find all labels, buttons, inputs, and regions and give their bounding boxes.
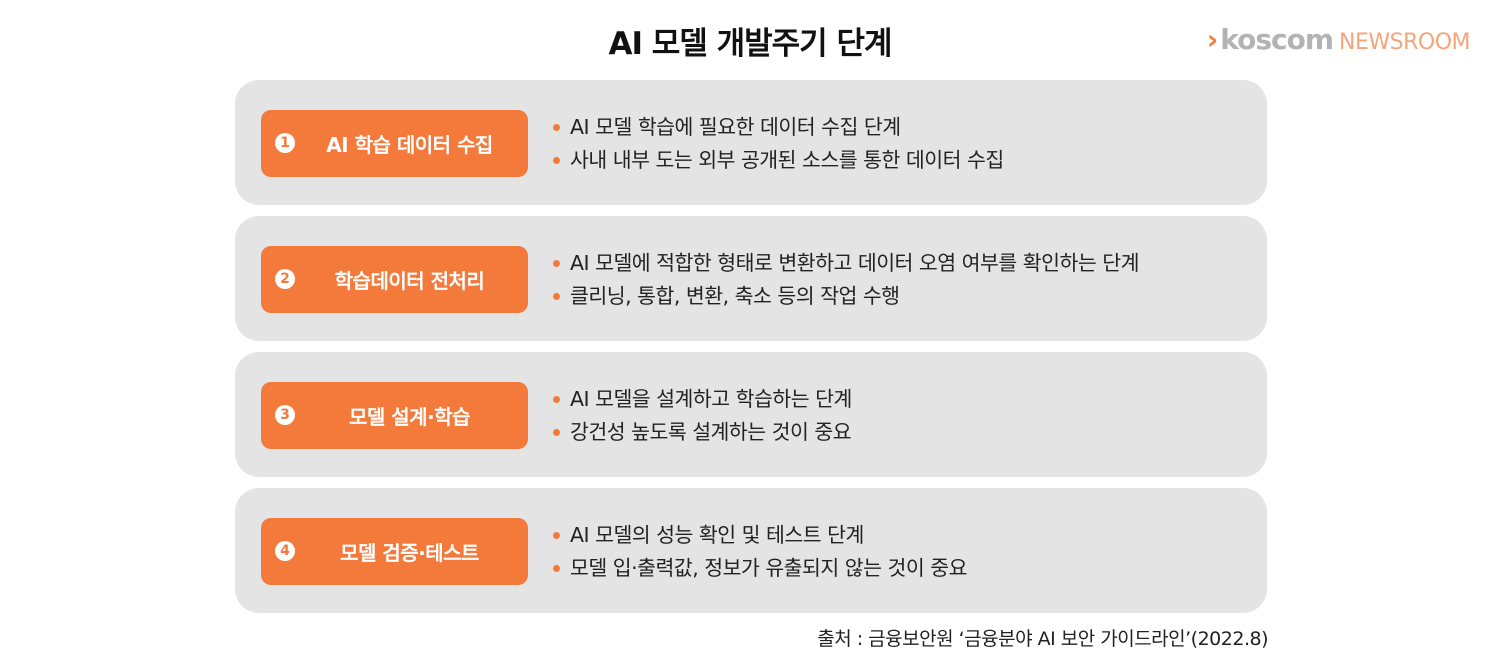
step-label: AI 학습 데이터 수집: [326, 133, 493, 157]
bullet-item: AI 모델의 성능 확인 및 테스트 단계: [553, 519, 967, 552]
bullet-item: AI 모델을 설계하고 학습하는 단계: [553, 383, 852, 416]
bullet-item: AI 모델 학습에 필요한 데이터 수집 단계: [553, 111, 1004, 144]
step-label: 모델 검증·테스트: [340, 541, 479, 565]
step-number-icon: 3: [275, 405, 295, 425]
bullet-text: 강건성 높도록 설계하는 것이 중요: [570, 420, 852, 444]
bullet-item: 강건성 높도록 설계하는 것이 중요: [553, 416, 852, 449]
step-number-icon: 1: [275, 133, 295, 153]
bullet-dot-icon: [553, 157, 560, 164]
bullet-dot-icon: [553, 293, 560, 300]
bullet-item: 모델 입·출력값, 정보가 유출되지 않는 것이 중요: [553, 552, 967, 585]
bullet-dot-icon: [553, 565, 560, 572]
step-bullet-list: AI 모델 학습에 필요한 데이터 수집 단계 사내 내부 도는 외부 공개된 …: [553, 111, 1004, 177]
step-badge: 2 학습데이터 전처리: [261, 246, 528, 313]
step-card-4: 4 모델 검증·테스트 AI 모델의 성능 확인 및 테스트 단계 모델 입·출…: [235, 488, 1267, 613]
bullet-dot-icon: [553, 429, 560, 436]
bullet-dot-icon: [553, 396, 560, 403]
step-badge: 1 AI 학습 데이터 수집: [261, 110, 528, 177]
source-caption: 출처 : 금융보안원 ‘금융분야 AI 보안 가이드라인’(2022.8): [817, 628, 1268, 650]
bullet-text: 클리닝, 통합, 변환, 축소 등의 작업 수행: [570, 284, 900, 308]
bullet-text: AI 모델을 설계하고 학습하는 단계: [570, 387, 852, 411]
step-bullet-list: AI 모델을 설계하고 학습하는 단계 강건성 높도록 설계하는 것이 중요: [553, 383, 852, 449]
bullet-text: AI 모델 학습에 필요한 데이터 수집 단계: [570, 115, 901, 139]
step-number-icon: 2: [275, 269, 295, 289]
bullet-item: AI 모델에 적합한 형태로 변환하고 데이터 오염 여부를 확인하는 단계: [553, 247, 1139, 280]
logo-suffix: NEWSROOM: [1339, 30, 1470, 55]
step-label: 학습데이터 전처리: [334, 269, 485, 293]
page-title: AI 모델 개발주기 단계: [608, 26, 892, 62]
bullet-dot-icon: [553, 124, 560, 131]
bullet-text: AI 모델의 성능 확인 및 테스트 단계: [570, 523, 864, 547]
step-bullet-list: AI 모델의 성능 확인 및 테스트 단계 모델 입·출력값, 정보가 유출되지…: [553, 519, 967, 585]
koscom-newsroom-logo: › koscom NEWSROOM: [1206, 23, 1471, 56]
bullet-dot-icon: [553, 532, 560, 539]
logo-chevron-icon: ›: [1206, 23, 1219, 56]
step-number-icon: 4: [275, 541, 295, 561]
bullet-item: 클리닝, 통합, 변환, 축소 등의 작업 수행: [553, 280, 1139, 313]
bullet-dot-icon: [553, 260, 560, 267]
step-label: 모델 설계·학습: [349, 405, 470, 429]
step-badge: 4 모델 검증·테스트: [261, 518, 528, 585]
step-card-3: 3 모델 설계·학습 AI 모델을 설계하고 학습하는 단계 강건성 높도록 설…: [235, 352, 1267, 477]
bullet-text: 모델 입·출력값, 정보가 유출되지 않는 것이 중요: [570, 556, 967, 580]
bullet-item: 사내 내부 도는 외부 공개된 소스를 통한 데이터 수집: [553, 144, 1004, 177]
step-bullet-list: AI 모델에 적합한 형태로 변환하고 데이터 오염 여부를 확인하는 단계 클…: [553, 247, 1139, 313]
step-card-2: 2 학습데이터 전처리 AI 모델에 적합한 형태로 변환하고 데이터 오염 여…: [235, 216, 1267, 341]
step-card-1: 1 AI 학습 데이터 수집 AI 모델 학습에 필요한 데이터 수집 단계 사…: [235, 80, 1267, 205]
logo-brand: koscom: [1220, 23, 1334, 56]
bullet-text: AI 모델에 적합한 형태로 변환하고 데이터 오염 여부를 확인하는 단계: [570, 251, 1139, 275]
bullet-text: 사내 내부 도는 외부 공개된 소스를 통한 데이터 수집: [570, 148, 1004, 172]
step-badge: 3 모델 설계·학습: [261, 382, 528, 449]
